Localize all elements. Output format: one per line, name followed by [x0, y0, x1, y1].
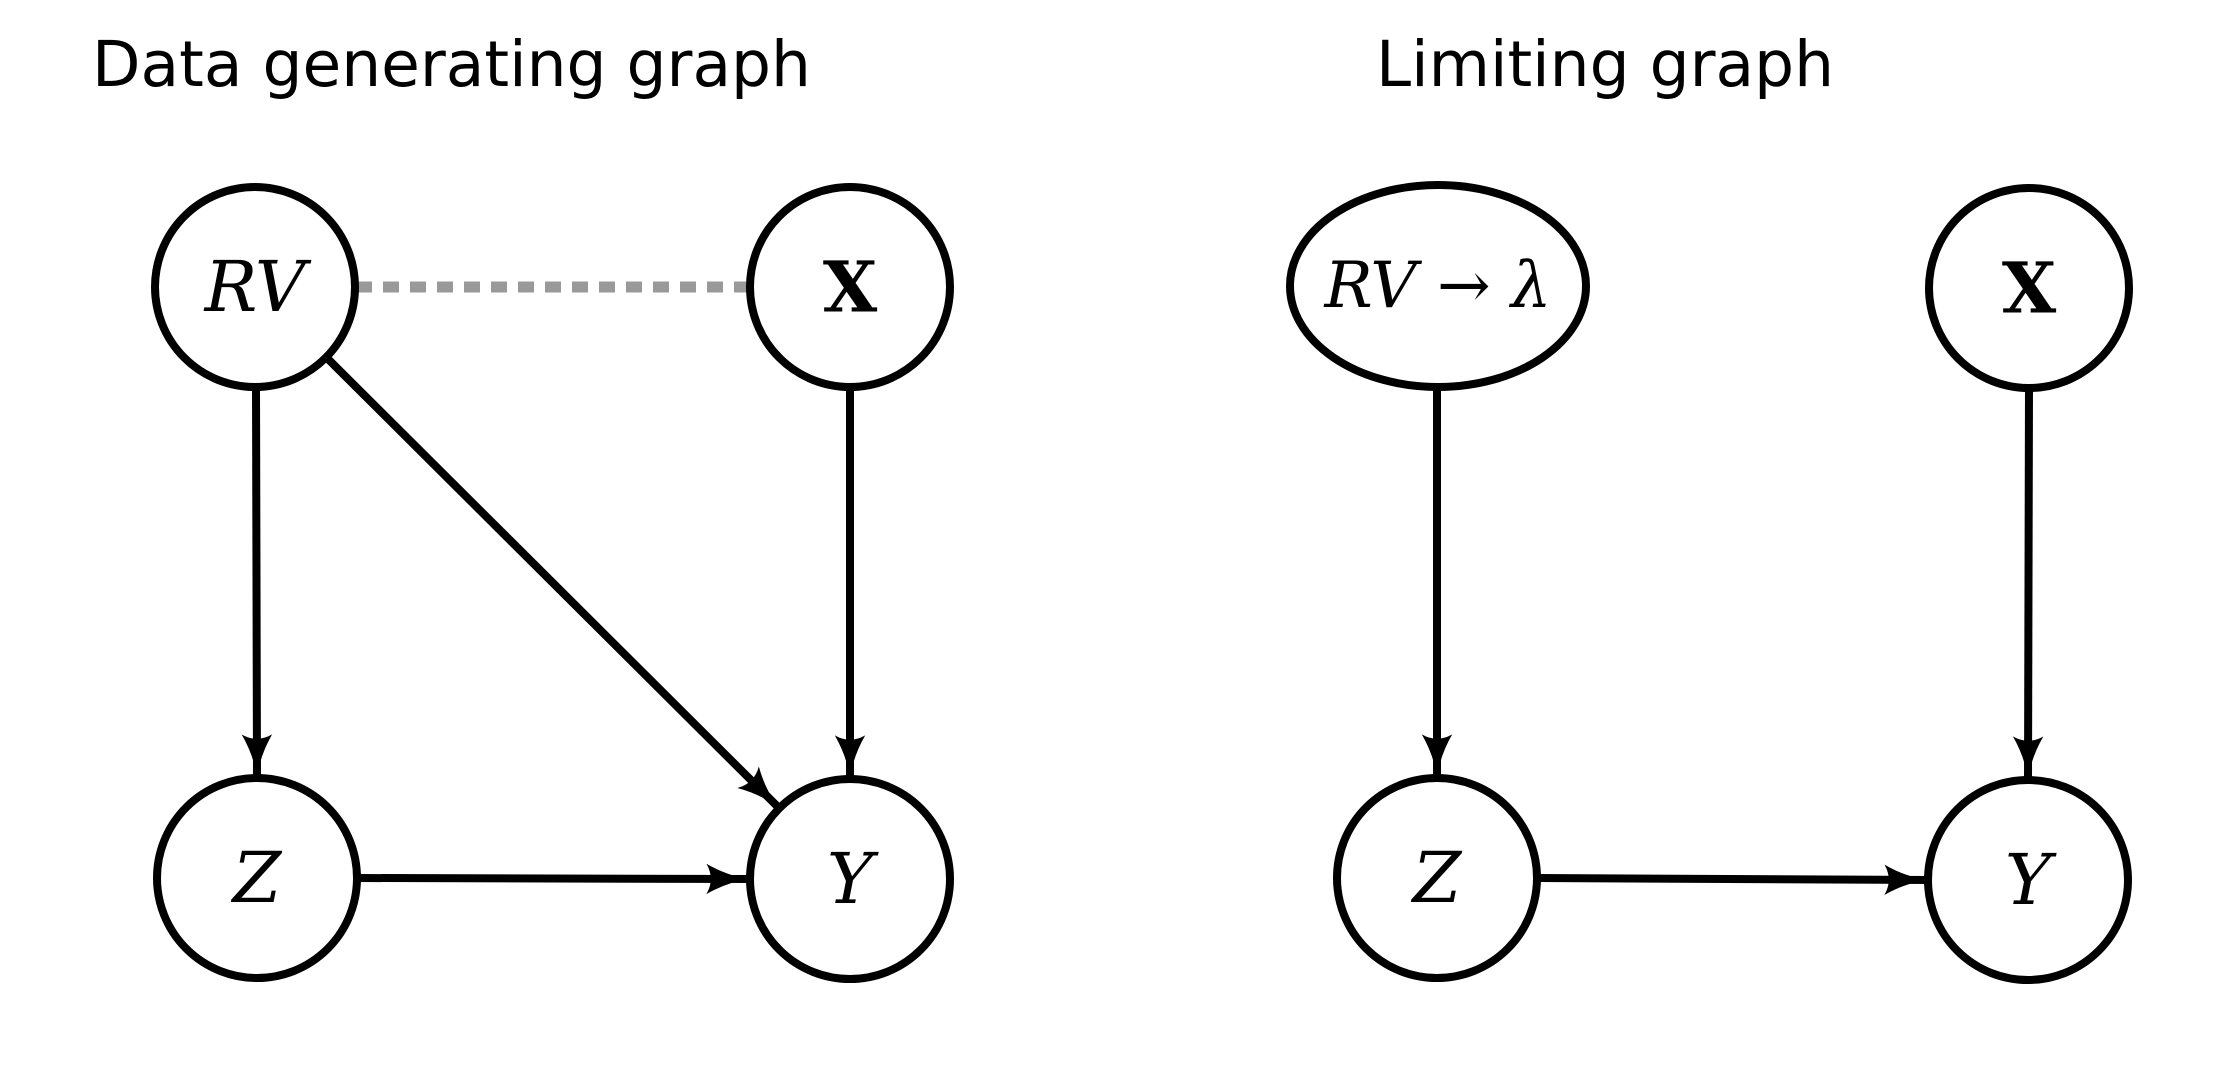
node-z2-circle	[1333, 774, 1541, 982]
right-graph-title: Limiting graph	[1376, 28, 1835, 101]
edge-x2-to-y2-arrow	[2012, 387, 2044, 781]
edge-z-to-y-arrow	[356, 863, 751, 895]
edge-rv-to-y-arrow	[324, 355, 782, 811]
right-graph-nodes: RV → λ X Z Y	[1286, 181, 2133, 984]
node-rv-label: RV	[203, 246, 312, 328]
node-x-circle	[746, 183, 954, 391]
node-z2-label: Z	[1411, 837, 1463, 919]
left-graph-title: Data generating graph	[92, 28, 811, 101]
edge-rv-to-z-arrow	[241, 387, 273, 779]
node-x2-label: X	[2002, 247, 2057, 330]
node-z-circle	[153, 774, 361, 982]
left-graph-nodes: RV X Z Y	[151, 183, 954, 983]
node-rvlambda-ellipse	[1286, 181, 1590, 391]
right-graph-edges	[1421, 387, 2044, 895]
edge-z2-to-y2-arrow	[1536, 864, 1929, 895]
node-rvlambda-label: RV → λ	[1324, 249, 1552, 323]
node-y2-label: Y	[2005, 839, 2057, 921]
node-rv-circle	[151, 183, 359, 391]
left-graph-edges	[241, 281, 866, 895]
node-x-label: X	[823, 246, 878, 329]
node-y-label: Y	[827, 838, 879, 920]
node-x2-circle	[1925, 184, 2133, 392]
node-y-circle	[746, 775, 954, 983]
node-z-label: Z	[231, 837, 283, 919]
node-y2-circle	[1924, 776, 2132, 984]
